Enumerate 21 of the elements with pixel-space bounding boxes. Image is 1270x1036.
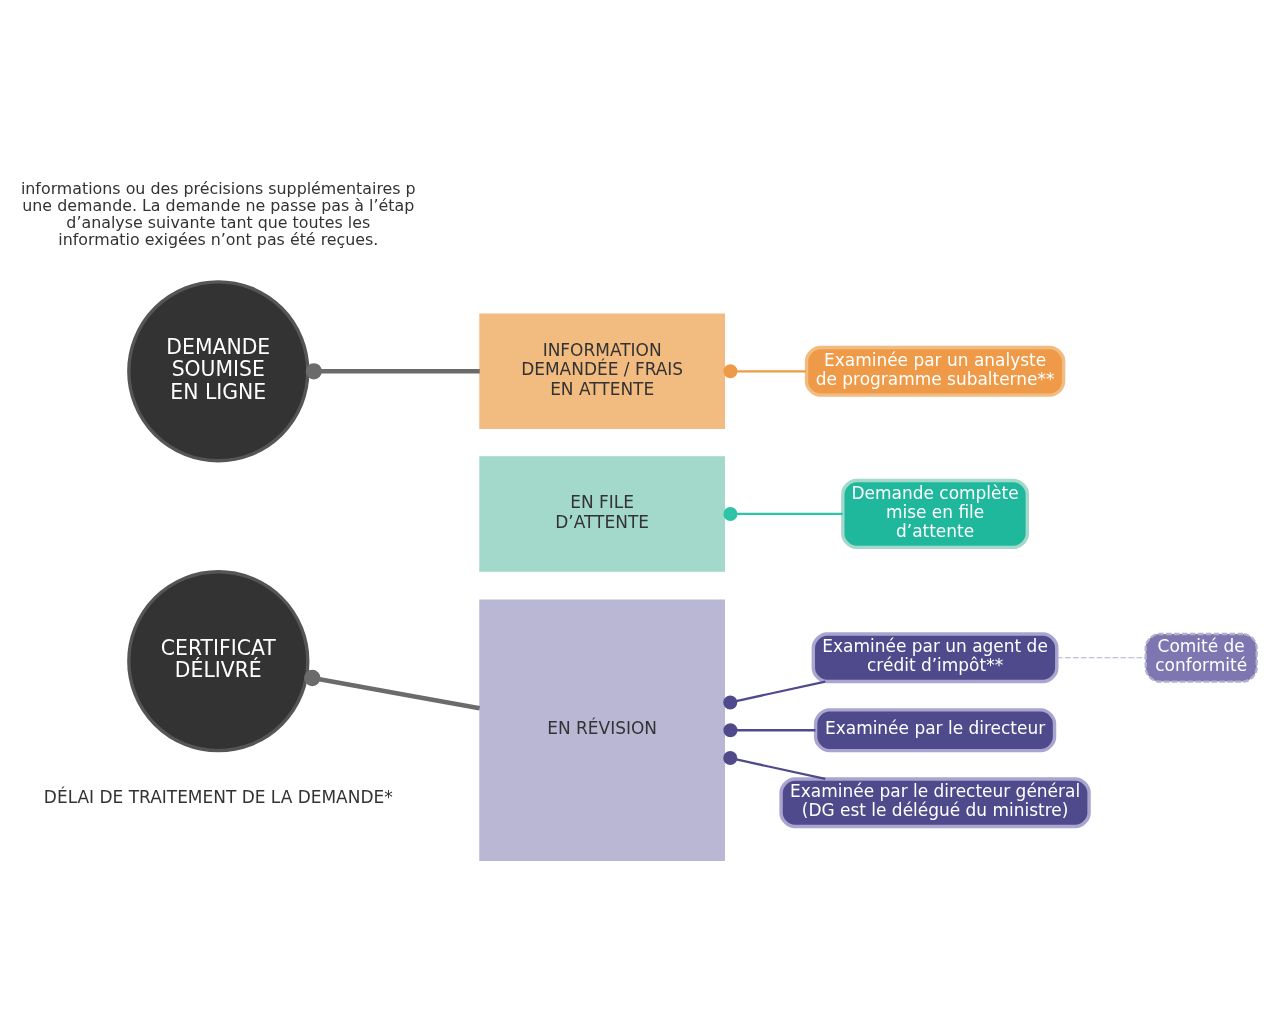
node-box: Demande complète mise en file d’attente bbox=[841, 478, 1030, 549]
connector bbox=[304, 669, 481, 710]
node-box: INFORMATION DEMANDÉE / FRAIS EN ATTENTE bbox=[479, 313, 726, 429]
connector bbox=[305, 362, 480, 379]
label: informations ou des précisions supplémentaires p une demande. La demande ne passe pas à l’étap d’analyse suivante tant que toutes les informatio exigées n’ont pas été reçues. bbox=[20, 178, 416, 249]
connector bbox=[1056, 656, 1147, 658]
node-circle: DEMANDE SOUMISE EN LIGNE bbox=[127, 279, 310, 462]
connector bbox=[723, 750, 826, 780]
node-box: Examinée par le directeur bbox=[813, 707, 1057, 752]
node-box: Examinée par un agent de crédit d’impôt** bbox=[811, 631, 1059, 683]
node-box: EN RÉVISION bbox=[479, 598, 726, 861]
node-circle: CERTIFICAT DÉLIVRÉ bbox=[127, 569, 310, 752]
label: DÉLAI DE TRAITEMENT DE LA DEMANDE* bbox=[43, 786, 393, 807]
connector bbox=[723, 506, 843, 521]
node-box: EN FILE D’ATTENTE bbox=[479, 455, 726, 572]
node-box: Examinée par un analyste de programme subalterne** bbox=[804, 345, 1066, 397]
connector bbox=[723, 363, 807, 378]
connector bbox=[723, 680, 826, 709]
connector bbox=[723, 722, 816, 737]
node-box: Examinée par le directeur général (DG est le délégué du ministre) bbox=[779, 776, 1091, 828]
node-box: Comité de conformité bbox=[1144, 632, 1258, 683]
